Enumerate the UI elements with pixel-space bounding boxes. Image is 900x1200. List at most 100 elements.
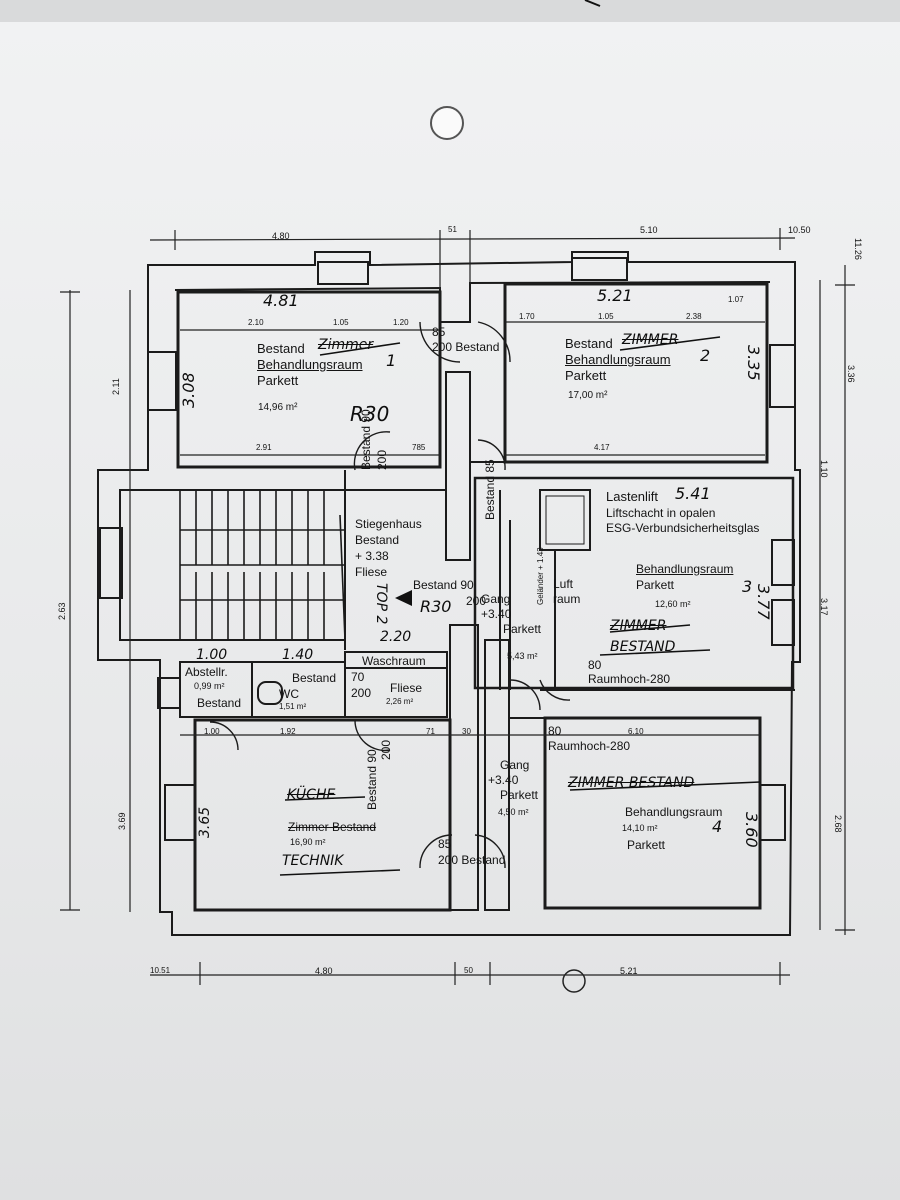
gang-1-area: 5,43 m² xyxy=(507,651,538,661)
dim-bot-c: 50 xyxy=(464,966,473,975)
wasch-area: 2,26 m² xyxy=(386,697,414,706)
room-2-crossed: ZIMMER xyxy=(622,332,679,348)
lift-line-3: ESG-Verbundsicherheitsglas xyxy=(606,521,760,535)
room-2-width: 5.21 xyxy=(597,286,633,305)
door-4-height: 200 xyxy=(466,594,487,608)
dim-k4: 1.00 xyxy=(204,727,220,736)
door-5-height: 200 xyxy=(351,686,372,700)
abstell-status: Bestand xyxy=(197,696,242,710)
wc-name: WC xyxy=(279,687,299,701)
room-2-area: 17,00 m² xyxy=(568,390,608,401)
dim-r1c: 1.20 xyxy=(393,318,409,327)
dim-k2: 71 xyxy=(426,727,435,736)
room-2-number: 2 xyxy=(700,346,711,365)
dim-left-b: 2.63 xyxy=(57,602,67,620)
gang-1-level: +3.40 xyxy=(481,607,512,621)
kitchen-new-use: TECHNIK xyxy=(282,853,344,869)
gang-2-level: +3.40 xyxy=(488,773,519,787)
room-3-crossed-1: ZIMMER xyxy=(610,618,667,634)
room-4-name: Behandlungsraum xyxy=(625,805,723,819)
room-4-crossed: ZIMMER BESTAND xyxy=(568,775,695,791)
door-9-height: Raumhoch-280 xyxy=(548,739,631,753)
door-4-label: Bestand 90 xyxy=(413,578,474,592)
stair-status: Bestand xyxy=(355,533,400,547)
door-3-label: Bestand 85 xyxy=(483,459,497,520)
abstell-width: 1.00 xyxy=(196,647,228,663)
door-6-height: 200 xyxy=(379,739,393,760)
room-1-walls xyxy=(176,290,442,469)
dim-r2e: 1.07 xyxy=(728,295,744,304)
lift-line-1: Lastenlift xyxy=(606,489,659,504)
dim-right-b: 1.10 xyxy=(819,460,829,478)
door-1-height: 200 Bestand xyxy=(432,340,500,354)
dim-r2d: 4.17 xyxy=(594,443,610,452)
dim-r1a: 2.10 xyxy=(248,318,264,327)
dim-bot-b: 4.80 xyxy=(315,966,333,976)
dim-r2c: 2.38 xyxy=(686,312,702,321)
stair-direction-arrow xyxy=(395,590,412,606)
dim-left-a: 2.11 xyxy=(111,378,121,395)
room-1-number: 1 xyxy=(386,351,397,370)
dim-top-a: 4.80 xyxy=(272,231,290,241)
door-1-width: 85 xyxy=(432,325,446,339)
room-4-floor: Parkett xyxy=(627,838,666,852)
wasch-name: Waschraum xyxy=(362,654,426,668)
door-7-width: 85 xyxy=(438,837,452,851)
room-2-floor: Parkett xyxy=(565,368,607,383)
top-dim-line xyxy=(149,237,796,241)
paper-edge xyxy=(0,0,900,22)
door-7-height: 200 Bestand xyxy=(438,853,506,867)
dim-right-c: 3.17 xyxy=(819,598,829,616)
dim-top-c: 5.10 xyxy=(640,225,658,235)
door-8-height: Raumhoch-280 xyxy=(588,672,671,686)
room-1-floor: Parkett xyxy=(257,373,299,388)
dim-right-d: 2.68 xyxy=(833,815,843,833)
lift-line-2: Liftschacht in opalen xyxy=(606,506,716,520)
gang-2-name: Gang xyxy=(500,758,530,772)
dim-r2b: 1.05 xyxy=(598,312,614,321)
gang-1-name: Gang xyxy=(481,592,511,606)
wasch-walls xyxy=(344,651,448,718)
gelaender-label: Geländer + 1.43 xyxy=(536,547,545,605)
gang-1-floor: Parkett xyxy=(503,622,542,636)
gang-2-floor: Parkett xyxy=(500,788,539,802)
door-2-height: 200 xyxy=(375,449,389,470)
abstell-area: 0,99 m² xyxy=(194,681,225,691)
kitchen-walls xyxy=(193,718,452,912)
room-2-depth: 3.35 xyxy=(744,345,763,381)
dim-left-c: 3.69 xyxy=(117,812,127,830)
room-2-walls xyxy=(503,282,769,464)
room-3-floor: Parkett xyxy=(636,578,675,592)
door-6-label: Bestand 90 xyxy=(365,749,379,810)
paper-sheet xyxy=(0,20,900,1200)
dim-top-b: 51 xyxy=(448,225,457,234)
kitchen-crossed: KÜCHE xyxy=(287,787,336,803)
room-4-area: 14,10 m² xyxy=(622,823,658,833)
dim-right-e: 11.26 xyxy=(853,238,863,260)
luftraum-1: Luft xyxy=(553,577,574,591)
dim-k5: 30 xyxy=(462,727,471,736)
room-3-number: 3 xyxy=(742,577,753,596)
wc-status: Bestand xyxy=(292,671,337,685)
gang-2-area: 4,50 m² xyxy=(498,807,529,817)
outer-wall xyxy=(97,251,801,936)
stair-width: 2.20 xyxy=(380,629,412,645)
room-3-name: Behandlungsraum xyxy=(636,562,734,576)
wasch-floor: Fliese xyxy=(390,681,423,695)
dim-bot-d: 5.21 xyxy=(620,966,638,976)
luftraum-2: raum xyxy=(553,592,581,606)
dim-k3: 6.10 xyxy=(628,727,644,736)
kitchen-old-name: Zimmer Bestand xyxy=(288,820,377,834)
dim-bot-a: 10.51 xyxy=(150,966,171,975)
room-4-depth: 3.60 xyxy=(742,812,761,848)
r30-mark-2: R30 xyxy=(420,597,452,616)
room-3-depth: 3.77 xyxy=(754,584,773,620)
lift-shaft xyxy=(539,489,591,551)
door-9-width: 80 xyxy=(548,724,562,738)
dim-r2a: 1.70 xyxy=(519,312,535,321)
dim-top-d: 10.50 xyxy=(788,225,811,235)
stair-floor: Fliese xyxy=(355,565,388,579)
room-1-depth: 3.08 xyxy=(179,372,198,408)
r30-mark-1: R30 xyxy=(350,402,390,426)
